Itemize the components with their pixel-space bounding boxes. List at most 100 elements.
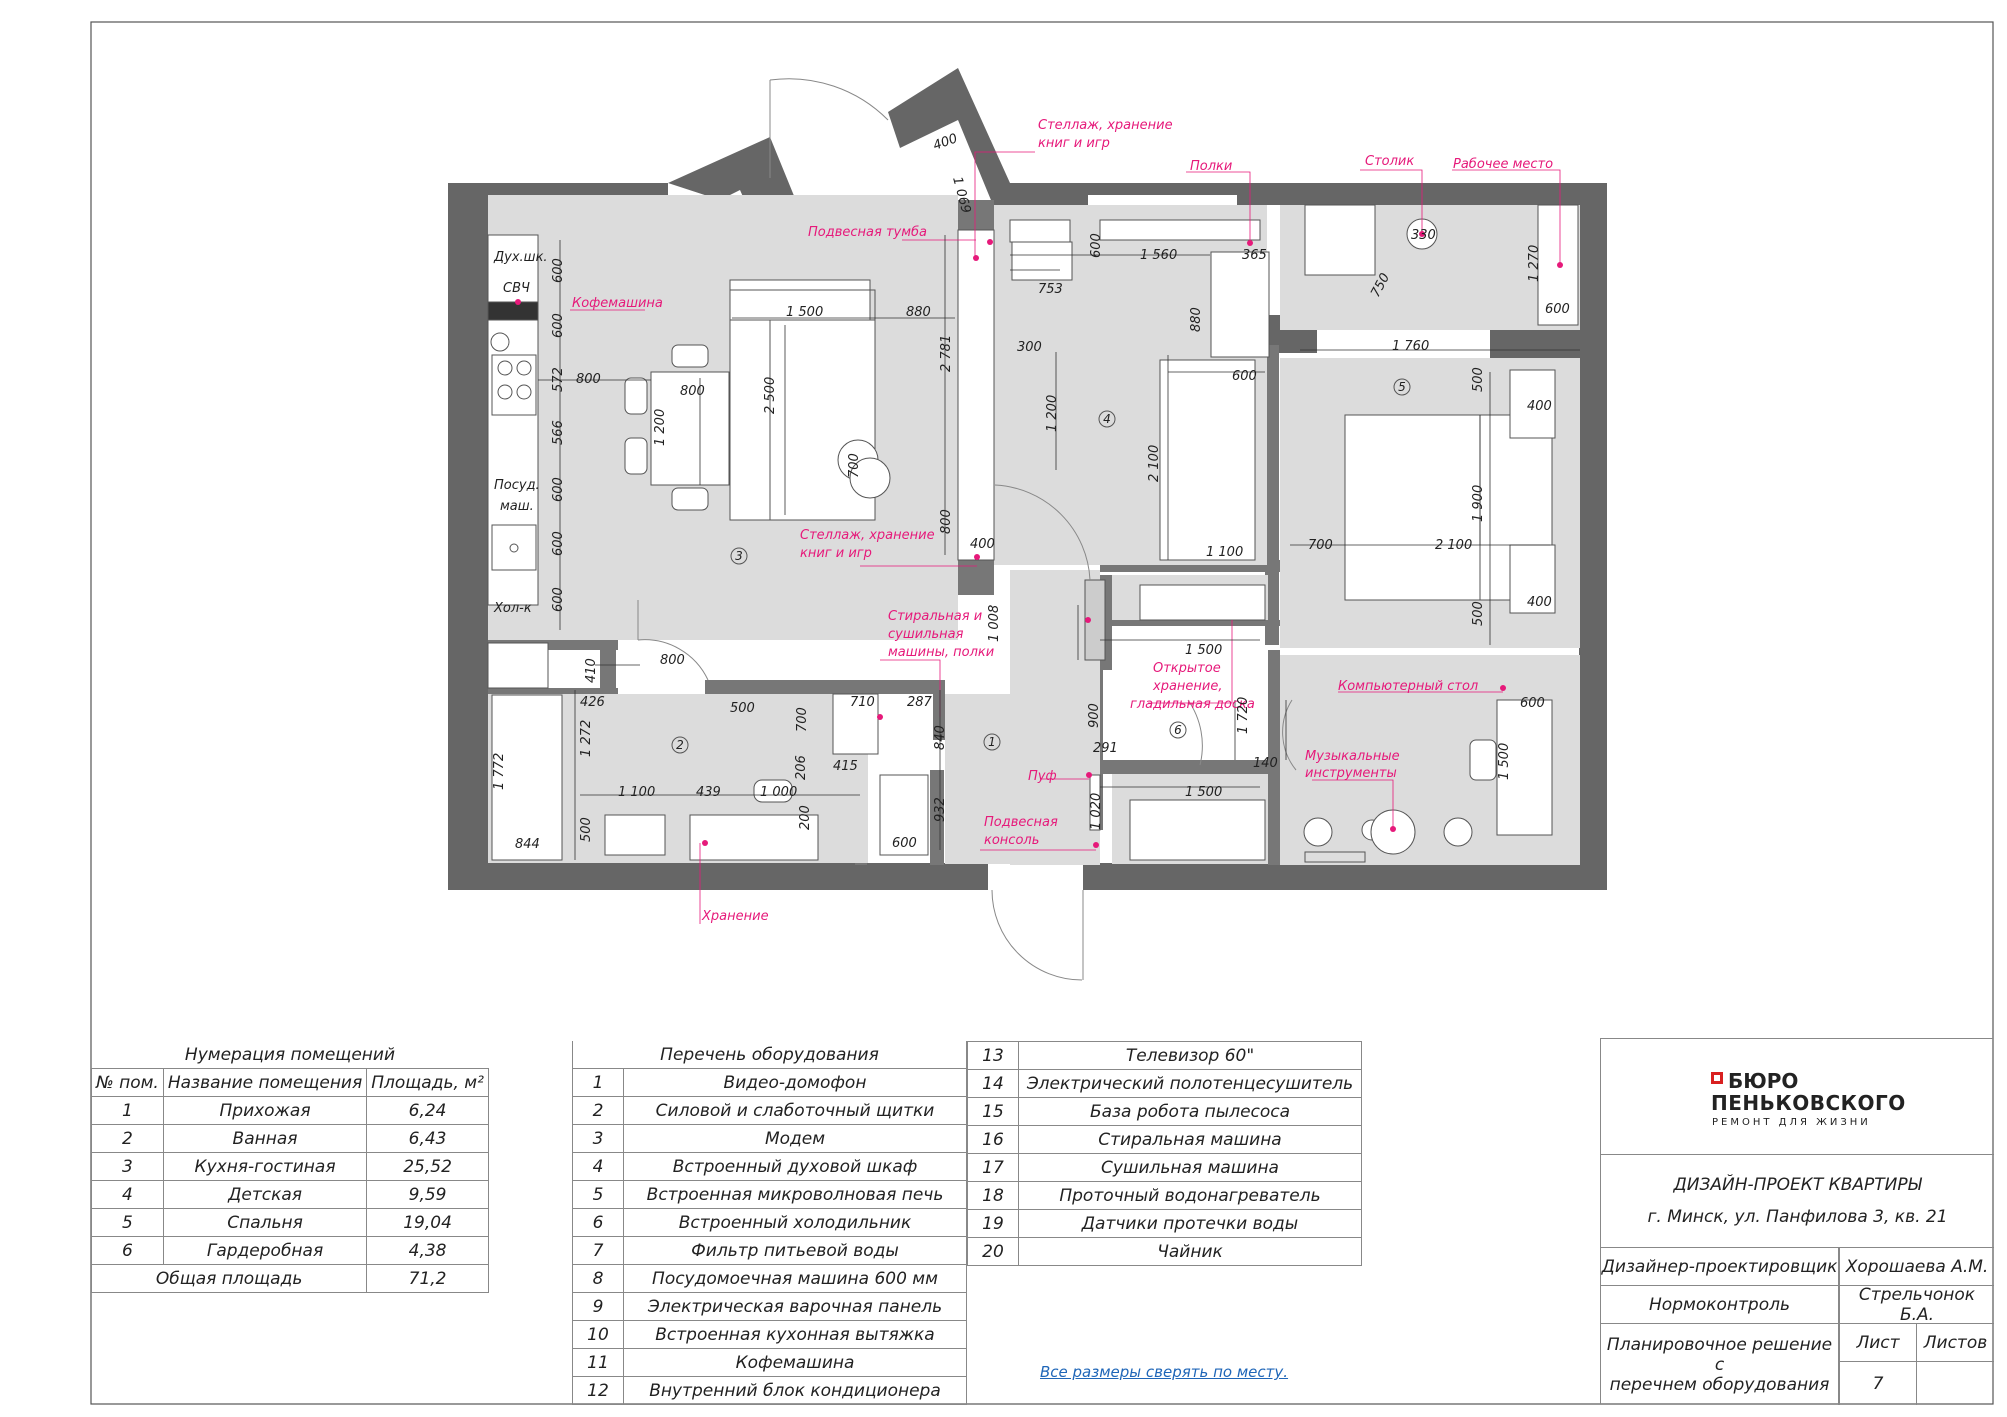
equipment-name-cell: Встроенная микроволновая печь xyxy=(623,1180,967,1209)
verify-dimensions-link[interactable]: Все размеры сверять по месту. xyxy=(1040,1363,1289,1381)
dim-291: 291 xyxy=(1093,741,1118,756)
dim-410: 410 xyxy=(584,658,599,683)
annotation-shelves: Полки xyxy=(1190,159,1232,174)
dim-1500-ward2: 1 500 xyxy=(1185,785,1222,800)
dim-1100-bath: 1 100 xyxy=(618,785,655,800)
equipment-number-cell: 13 xyxy=(967,1041,1019,1070)
dim-880: 880 xyxy=(906,305,931,320)
dim-1760: 1 760 xyxy=(1392,339,1429,354)
equipment-number-cell: 17 xyxy=(967,1153,1019,1182)
dim-600-bath: 600 xyxy=(892,836,917,851)
room-area-cell: 25,52 xyxy=(366,1152,489,1181)
dim-500-a: 500 xyxy=(1471,367,1486,392)
equipment-name-cell: Телевизор 60" xyxy=(1018,1041,1362,1070)
dim-1020: 1 020 xyxy=(1089,793,1104,830)
dim-400-shelf: 400 xyxy=(970,537,995,552)
room-number-cell: 4 xyxy=(91,1180,164,1209)
dim-500-bath: 500 xyxy=(730,701,755,716)
annotation-shelf-books-top-1: Стеллаж, хранение xyxy=(1038,118,1173,133)
dim-1772: 1 772 xyxy=(492,753,507,790)
rooms-header-number: № пом. xyxy=(91,1068,164,1097)
control-name: Стрельчонок Б.А. xyxy=(1839,1285,1994,1325)
room-name-cell: Ванная xyxy=(162,1124,368,1153)
equipment-number-cell: 18 xyxy=(967,1181,1019,1210)
equipment-name-cell: Встроенная кухонная вытяжка xyxy=(623,1320,967,1349)
equipment-name-cell: Посудомоечная машина 600 мм xyxy=(623,1264,967,1293)
furniture xyxy=(487,204,1579,863)
equipment-name-cell: Кофемашина xyxy=(623,1348,967,1377)
dim-600-comp: 600 xyxy=(1520,696,1545,711)
table-row: 4 Детская 9,59 xyxy=(91,1180,489,1209)
annotation-pouf: Пуф xyxy=(1028,769,1057,784)
equipment-name-cell: Электрический полотенцесушитель xyxy=(1018,1069,1362,1098)
equipment-number-cell: 20 xyxy=(967,1237,1019,1266)
room-number-cell: 2 xyxy=(91,1124,164,1153)
annotation-hanging-console-1: Подвесная xyxy=(984,815,1058,830)
table-row: 6 Гардеробная 4,38 xyxy=(91,1236,489,1265)
annotation-leaders xyxy=(570,151,1561,924)
room-number-6: 6 xyxy=(1174,723,1182,737)
dim-1500-comp: 1 500 xyxy=(1497,743,1512,780)
equipment-name-cell: Модем xyxy=(623,1124,967,1153)
sheet-number: 7 xyxy=(1839,1362,1917,1405)
designer-role: Дизайнер-проектировщик xyxy=(1601,1248,1839,1286)
room-area-cell: 6,24 xyxy=(366,1096,489,1125)
sheet-label: Лист xyxy=(1839,1324,1917,1362)
dim-330: 330 xyxy=(1411,228,1436,243)
room-name-cell: Кухня-гостиная xyxy=(162,1152,368,1181)
sheet-title-line-2: перечнем оборудования xyxy=(1609,1374,1830,1395)
dim-710: 710 xyxy=(850,695,875,710)
rooms-table: Нумерация помещений № пом. Название поме… xyxy=(90,1041,489,1293)
sheet-title-line-1: Планировочное решение с xyxy=(1606,1334,1833,1375)
dim-400-a: 400 xyxy=(1527,399,1552,414)
table-row-total: Общая площадь 71,2 xyxy=(90,1264,489,1293)
room-area-cell: 19,04 xyxy=(366,1208,489,1237)
dim-1272: 1 272 xyxy=(579,720,594,757)
dim-439: 439 xyxy=(696,785,721,800)
equipment-number-cell: 5 xyxy=(572,1180,624,1209)
dim-2500: 2 500 xyxy=(763,377,778,414)
sheet-title: Планировочное решение с перечнем оборудо… xyxy=(1601,1324,1839,1405)
equipment-number-cell: 6 xyxy=(572,1208,624,1237)
room-area-cell: 9,59 xyxy=(366,1180,489,1209)
equipment-name-cell: Видео-домофон xyxy=(623,1068,967,1097)
annotation-washer-dryer-1: Стиральная и xyxy=(888,609,982,624)
annotation-hanging-cabinet: Подвесная тумба xyxy=(808,225,927,240)
room-number-4: 4 xyxy=(1103,412,1111,426)
dim-1560: 1 560 xyxy=(1140,248,1177,263)
dim-800-dining: 800 xyxy=(576,372,601,387)
annotation-shelf-books-top-2: книг и игр xyxy=(1038,136,1110,151)
dim-700-bath: 700 xyxy=(795,707,810,732)
sheets-label: Листов xyxy=(1917,1324,1994,1362)
project-block: ДИЗАЙН-ПРОЕКТ КВАРТИРЫ г. Минск, ул. Пан… xyxy=(1601,1154,1994,1248)
dim-700-bed: 700 xyxy=(1308,538,1333,553)
dim-200: 200 xyxy=(798,805,813,830)
room-number-5: 5 xyxy=(1398,380,1406,394)
annotation-dots xyxy=(515,231,1563,848)
equipment-name-cell: Датчики протечки воды xyxy=(1018,1209,1362,1238)
equipment-number-cell: 2 xyxy=(572,1096,624,1125)
dim-600-bed: 600 xyxy=(1232,369,1257,384)
equipment-name-cell: Встроенный холодильник xyxy=(623,1208,967,1237)
dim-600b: 600 xyxy=(551,313,566,338)
label-fridge: Хол-к xyxy=(493,601,532,616)
dim-600a: 600 xyxy=(551,258,566,283)
dim-932: 932 xyxy=(933,797,948,822)
dim-1500: 1 500 xyxy=(786,305,823,320)
room-number-cell: 6 xyxy=(91,1236,164,1265)
annotation-texts: Стеллаж, хранение книг и игр Полки Столи… xyxy=(572,118,1553,924)
annotation-coffee-machine: Кофемашина xyxy=(572,296,663,311)
control-role: Нормоконтроль xyxy=(1601,1286,1839,1324)
